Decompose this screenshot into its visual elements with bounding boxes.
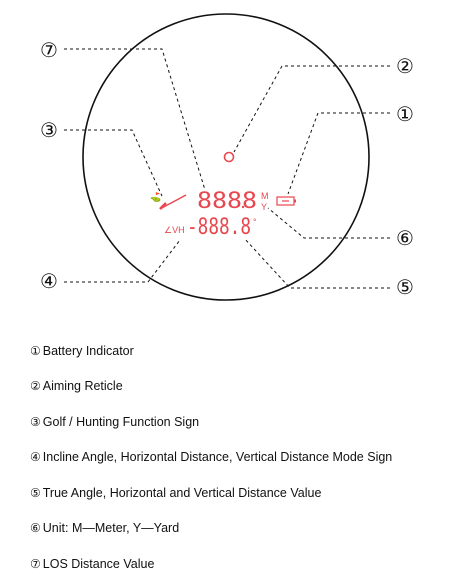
legend-text: Battery Indicator	[42, 343, 134, 358]
legend-number: ⑦	[30, 556, 41, 571]
callout-5: ⑤	[396, 275, 414, 299]
legend-text: Unit: M—Meter, Y—Yard	[42, 521, 180, 536]
aiming-reticle-icon	[223, 151, 235, 163]
los-distance-digits: 8888	[197, 189, 257, 214]
leader-line-2	[233, 65, 390, 153]
angle-distance-digits: -888.8	[187, 215, 251, 240]
los-decimal-point	[241, 205, 245, 209]
legend-text: Aiming Reticle	[42, 379, 123, 394]
callout-6: ⑥	[396, 226, 414, 250]
unit-yard-sign: Y	[261, 202, 267, 212]
leader-line-6	[267, 207, 390, 239]
legend-text: Golf / Hunting Function Sign	[42, 414, 200, 429]
mode-sign-vh: ∠VH	[164, 225, 185, 235]
leader-line-3	[64, 129, 163, 197]
legend-number: ③	[30, 414, 41, 429]
leader-line-5	[243, 237, 390, 289]
legend-number: ①	[30, 343, 41, 358]
legend-text: Incline Angle, Horizontal Distance, Vert…	[42, 450, 393, 465]
callout-4: ④	[40, 269, 58, 293]
degree-sign: °	[253, 217, 257, 227]
leader-line-7	[64, 48, 206, 191]
legend-number: ⑤	[30, 485, 41, 500]
legend-text: LOS Distance Value	[42, 556, 155, 571]
legend-text: True Angle, Horizontal and Vertical Dist…	[42, 485, 322, 500]
leader-line-1	[287, 112, 390, 195]
legend-number: ④	[30, 450, 41, 465]
unit-meter-sign: M	[261, 191, 269, 201]
golf-flag-icon: ⛳	[150, 191, 161, 203]
rangefinder-display-diagram: 8888 M Y ⛳ ∠VH -888.8 ° ⑦ ② ③ ① ⑥ ④ ⑤	[40, 13, 414, 301]
viewfinder-circle	[82, 13, 370, 301]
callout-3: ③	[40, 118, 58, 142]
leader-line-4	[64, 239, 181, 283]
legend-number: ⑥	[30, 521, 41, 536]
callout-7: ⑦	[40, 38, 58, 62]
callout-1: ①	[396, 102, 414, 126]
battery-icon	[276, 196, 296, 206]
legend-number: ②	[30, 379, 41, 394]
rifle-icon	[159, 194, 187, 210]
callout-2: ②	[396, 54, 414, 78]
